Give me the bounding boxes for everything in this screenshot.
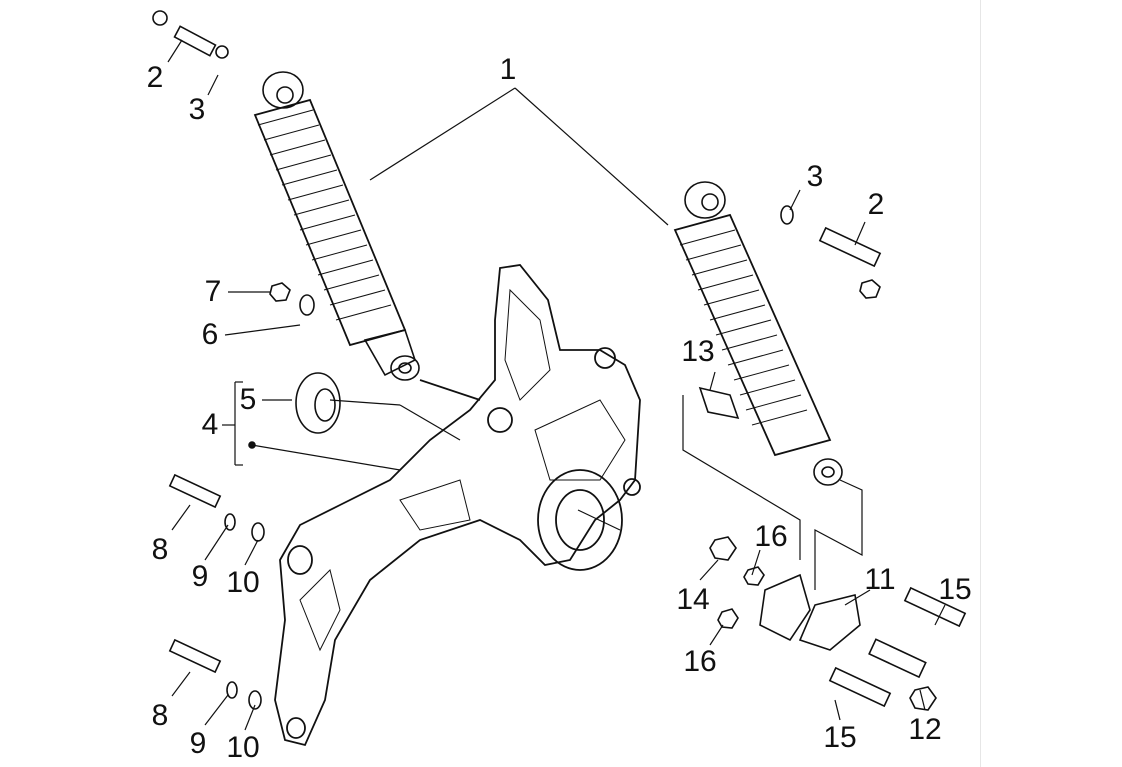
callout-1: 1 xyxy=(499,53,517,86)
page-edge-divider xyxy=(980,0,981,767)
callout-11: 11 xyxy=(864,563,896,596)
callout-13: 13 xyxy=(681,335,715,368)
bearing xyxy=(295,372,341,434)
callout-3: 3 xyxy=(188,93,206,126)
callout-15: 15 xyxy=(938,573,972,606)
callout-7: 7 xyxy=(204,275,222,308)
bolts-lower-left xyxy=(168,473,265,710)
callout-2: 2 xyxy=(146,61,164,94)
callout-9: 9 xyxy=(189,727,207,760)
callout-9: 9 xyxy=(191,560,209,593)
callout-8: 8 xyxy=(151,533,169,566)
right-shock-absorber xyxy=(673,181,882,486)
callout-10: 10 xyxy=(226,731,260,764)
callout-14: 14 xyxy=(676,583,710,616)
callout-8: 8 xyxy=(151,699,169,732)
callout-10: 10 xyxy=(226,566,260,599)
callout-16: 16 xyxy=(754,520,788,553)
bracket-hardware xyxy=(709,536,967,711)
sub-assembly-dot xyxy=(248,441,256,449)
callout-4: 4 xyxy=(201,408,219,441)
swingarm xyxy=(274,264,641,747)
callout-6: 6 xyxy=(201,318,219,351)
left-shock-absorber xyxy=(152,10,420,381)
callout-16: 16 xyxy=(683,645,717,678)
callout-2: 2 xyxy=(867,188,885,221)
callout-12: 12 xyxy=(908,713,942,746)
callout-3: 3 xyxy=(806,160,824,193)
leader-lines xyxy=(167,39,946,731)
callout-5: 5 xyxy=(239,383,257,416)
callout-15: 15 xyxy=(823,721,857,754)
